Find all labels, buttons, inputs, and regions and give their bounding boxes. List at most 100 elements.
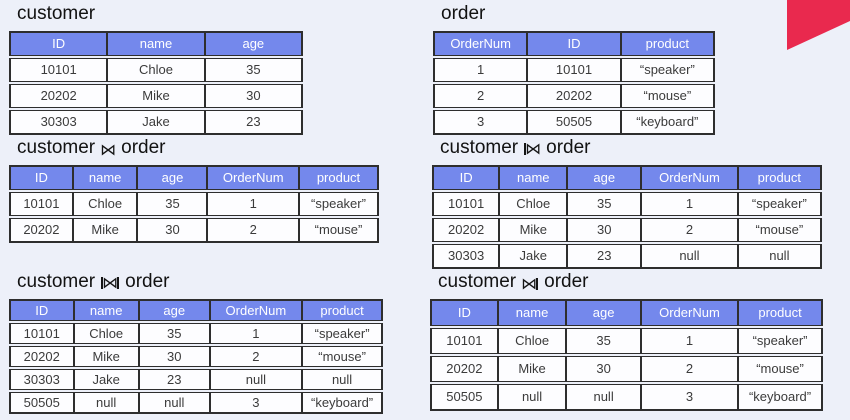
table-cell: 20202 [430,356,498,382]
right-outer-join-symbol: ⋈ [521,274,539,293]
table-cell: Chloe [73,323,139,344]
title-left-text: customer [17,137,96,158]
title-right-text: order [125,271,170,292]
column-header: OrderNum [207,165,299,190]
inner-join-symbol: ⋈ [100,142,116,158]
table-cell: 1 [433,58,528,82]
join-bar [117,277,120,289]
table-cell: 23 [204,110,303,135]
title-full-outer-join: customer ⋈ order [17,270,383,293]
title-left-text: customer [440,137,519,158]
table-cell: null [73,392,139,414]
column-header: OrderNum [640,299,739,326]
column-header: product [738,299,823,326]
table-cell: 10101 [432,192,500,216]
table-cell: 35 [138,323,210,344]
column-header: OrderNum [209,299,303,321]
table-cell: “mouse” [299,218,379,243]
title-customer: customer [17,2,303,25]
table-cell: 30303 [432,244,500,269]
table-cell: 20202 [9,84,108,108]
bowtie-glyph: ⋈ [521,274,538,293]
bowtie-glyph: ⋈ [102,273,119,292]
table-cell: 50505 [9,392,74,414]
title-order: order [441,2,715,25]
table-cell: 1 [640,328,739,354]
title-left-text: customer [17,271,96,292]
table-cell: 50505 [430,384,498,411]
table-cell: “mouse” [737,218,822,242]
table-cell: 20202 [432,218,500,242]
table-cell: 30303 [9,110,108,135]
title-left-text: order [441,3,486,24]
title-left-outer-join: customer⋈order [440,136,822,159]
table-cell: 3 [640,384,739,411]
column-header: ID [527,31,621,56]
column-header: OrderNum [641,165,738,190]
title-right-outer-join: customer⋈order [438,270,823,293]
table-cell: “keyboard” [302,392,383,414]
column-header: product [302,299,383,321]
table-cell: “speaker” [737,192,822,216]
table-cell: Mike [499,218,568,242]
table-cell: 30303 [9,369,74,390]
table-cell: 1 [209,323,303,344]
table-cell: 35 [566,328,641,354]
table-cell: 23 [138,369,210,390]
table-cell: 2 [433,84,528,108]
table-cell: 30 [566,356,641,382]
table-cell: “mouse” [302,346,383,367]
table-cell: “keyboard” [620,110,715,135]
table-cell: 20202 [9,218,73,243]
table-cell: null [737,244,822,269]
column-header: age [137,165,208,190]
title-left-text: customer [17,3,96,24]
table-cell: 20202 [527,84,621,108]
column-header: product [620,31,715,56]
table-cell: 35 [567,192,642,216]
column-header: ID [430,299,498,326]
table-cell: “speaker” [620,58,715,82]
join-bar [524,143,527,155]
table-cell: 2 [207,218,299,243]
table-cell: 20202 [9,346,74,367]
table-cell: “mouse” [738,356,823,382]
table-cell: Mike [73,346,139,367]
table-cell: “keyboard” [738,384,823,411]
column-header: age [204,31,303,56]
table-cell: null [566,384,641,411]
title-right-text: order [544,271,589,292]
column-header: product [737,165,822,190]
title-right-text: order [121,137,166,158]
table-cell: “speaker” [738,328,823,354]
table-cell: 3 [433,110,528,135]
table-cell: null [302,369,383,390]
table-cell: Jake [107,110,205,135]
column-header: ID [9,31,108,56]
table-cell: Chloe [499,192,568,216]
column-header: age [138,299,210,321]
